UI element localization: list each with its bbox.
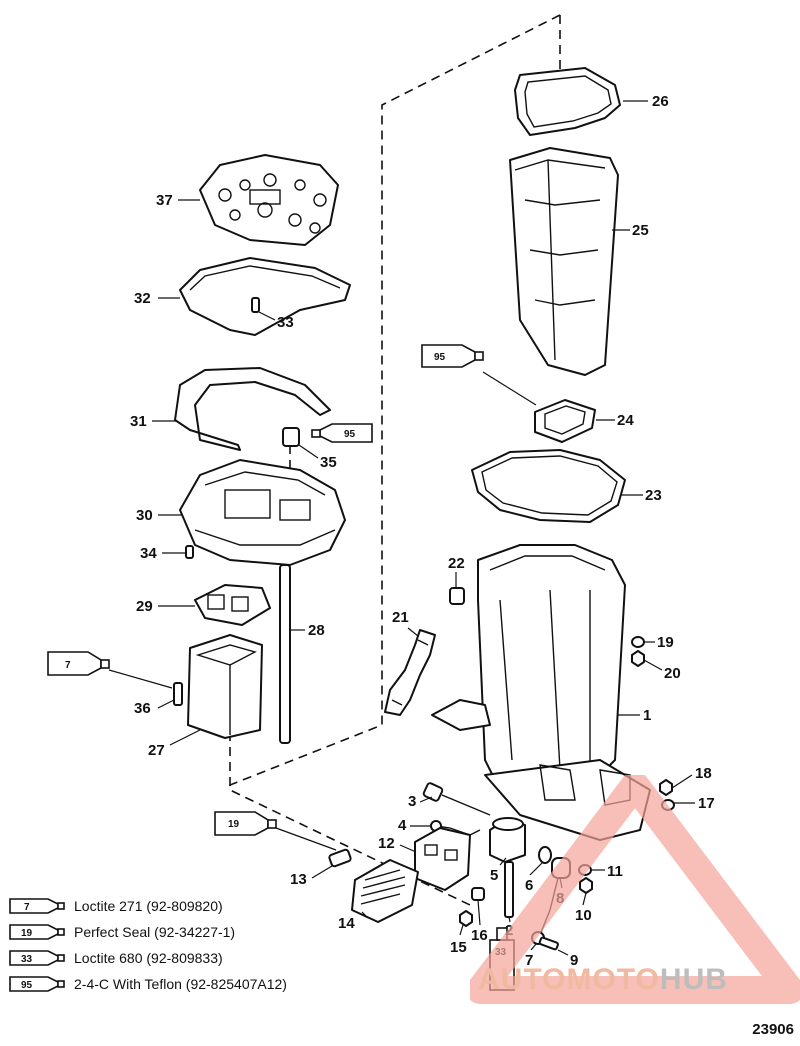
svg-text:7: 7 [65,660,71,671]
callout-36: 36 [134,700,151,717]
callout-25: 25 [632,222,649,239]
part-17-washer [661,799,675,811]
legend-row-7: 7 Loctite 271 (92-809820) [8,893,308,919]
callout-22: 22 [448,555,465,572]
svg-text:19: 19 [21,928,33,939]
legend-text: Loctite 680 (92-809833) [74,950,223,966]
callout-12: 12 [378,835,395,852]
part-23-gasket [471,449,626,523]
callout-37: 37 [156,192,173,209]
part-11-washer [578,864,592,876]
callout-5: 5 [490,867,498,884]
callout-26: 26 [652,93,669,110]
callout-35: 35 [320,454,337,471]
svg-text:95: 95 [434,352,446,363]
callout-34: 34 [140,545,157,562]
part-6-washer [538,846,552,864]
part-13-bolt [328,848,352,868]
sealant-tube-7: 7 [47,651,173,689]
part-28-rod [279,564,291,744]
svg-text:95: 95 [344,429,356,440]
legend-text: 2-4-C With Teflon (92-825407A12) [74,976,287,992]
callout-31: 31 [130,413,147,430]
legend-tube-icon: 7 [8,896,66,916]
callout-2: 2 [505,922,513,939]
callout-18: 18 [695,765,712,782]
callout-24: 24 [617,412,634,429]
part-32-gasket [179,257,351,336]
callout-30: 30 [136,507,153,524]
callout-29: 29 [136,598,153,615]
callout-1: 1 [643,707,651,724]
sealant-tube-19: 19 [214,811,337,851]
legend-row-19: 19 Perfect Seal (92-34227-1) [8,919,308,945]
part-30-adapter-plate [179,459,346,566]
part-31-seal [174,367,331,451]
callout-27: 27 [148,742,165,759]
part-16-nut [471,887,485,901]
part-12-bracket [414,827,471,891]
part-20-nut [631,650,645,667]
callout-16: 16 [471,927,488,944]
svg-text:7: 7 [24,902,30,913]
svg-text:33: 33 [495,947,507,958]
callout-15: 15 [450,939,467,956]
part-26-gasket [514,67,621,136]
part-36-bolt [173,682,183,706]
callout-8: 8 [556,890,564,907]
part-37-gasket [199,154,339,246]
callout-17: 17 [698,795,715,812]
legend-tube-icon: 95 [8,974,66,994]
legend-row-95: 95 2-4-C With Teflon (92-825407A12) [8,971,308,997]
part-24-seal [534,399,596,443]
legend-text: Perfect Seal (92-34227-1) [74,924,236,940]
callout-4: 4 [398,817,407,834]
part-18-nut [659,779,673,796]
figure-number: 23906 [752,1021,794,1038]
part-3-bolt [422,782,491,816]
part-27-block [187,634,263,739]
part-19-washer [631,636,645,648]
callout-6: 6 [525,877,533,894]
part-8-grommet [551,857,571,879]
part-14-screen [351,859,419,923]
part-21-bracket [384,629,436,716]
callout-28: 28 [308,622,325,639]
part-2-pipe [504,861,514,918]
part-35-bushing [282,427,300,447]
callout-23: 23 [645,487,662,504]
svg-text:19: 19 [228,819,240,830]
legend-tube-icon: 33 [8,948,66,968]
callout-13: 13 [290,871,307,888]
watermark-text: AUTOMOTOHUB [478,963,728,996]
part-34-pin [185,545,194,559]
part-15-screw [459,910,473,927]
sealant-tube-95-mid: 95 [311,423,373,443]
part-7-cable [531,869,561,945]
callout-19: 19 [657,634,674,651]
legend-text: Loctite 271 (92-809820) [74,898,223,914]
callout-14: 14 [338,915,355,932]
part-25-upper-housing [509,147,619,376]
legend-tube-icon: 19 [8,922,66,942]
callout-20: 20 [664,665,681,682]
callout-11: 11 [607,863,623,880]
sealant-tube-95-top: 95 [421,344,537,406]
callout-10: 10 [575,907,592,924]
callout-33: 33 [277,314,294,331]
legend-row-33: 33 Loctite 680 (92-809833) [8,945,308,971]
part-22-plug [449,587,465,605]
sealant-legend: 7 Loctite 271 (92-809820) 19 Perfect Sea… [8,893,308,997]
svg-text:95: 95 [21,980,33,991]
callout-3: 3 [408,793,416,810]
part-5-cylinder [489,817,526,863]
part-29-gasket [194,584,271,626]
part-33-dowel-pin [251,297,260,313]
callout-32: 32 [134,290,151,307]
callout-21: 21 [392,609,409,626]
part-10-nut [579,877,593,894]
svg-text:33: 33 [21,954,33,965]
part-9-screw [538,936,559,951]
